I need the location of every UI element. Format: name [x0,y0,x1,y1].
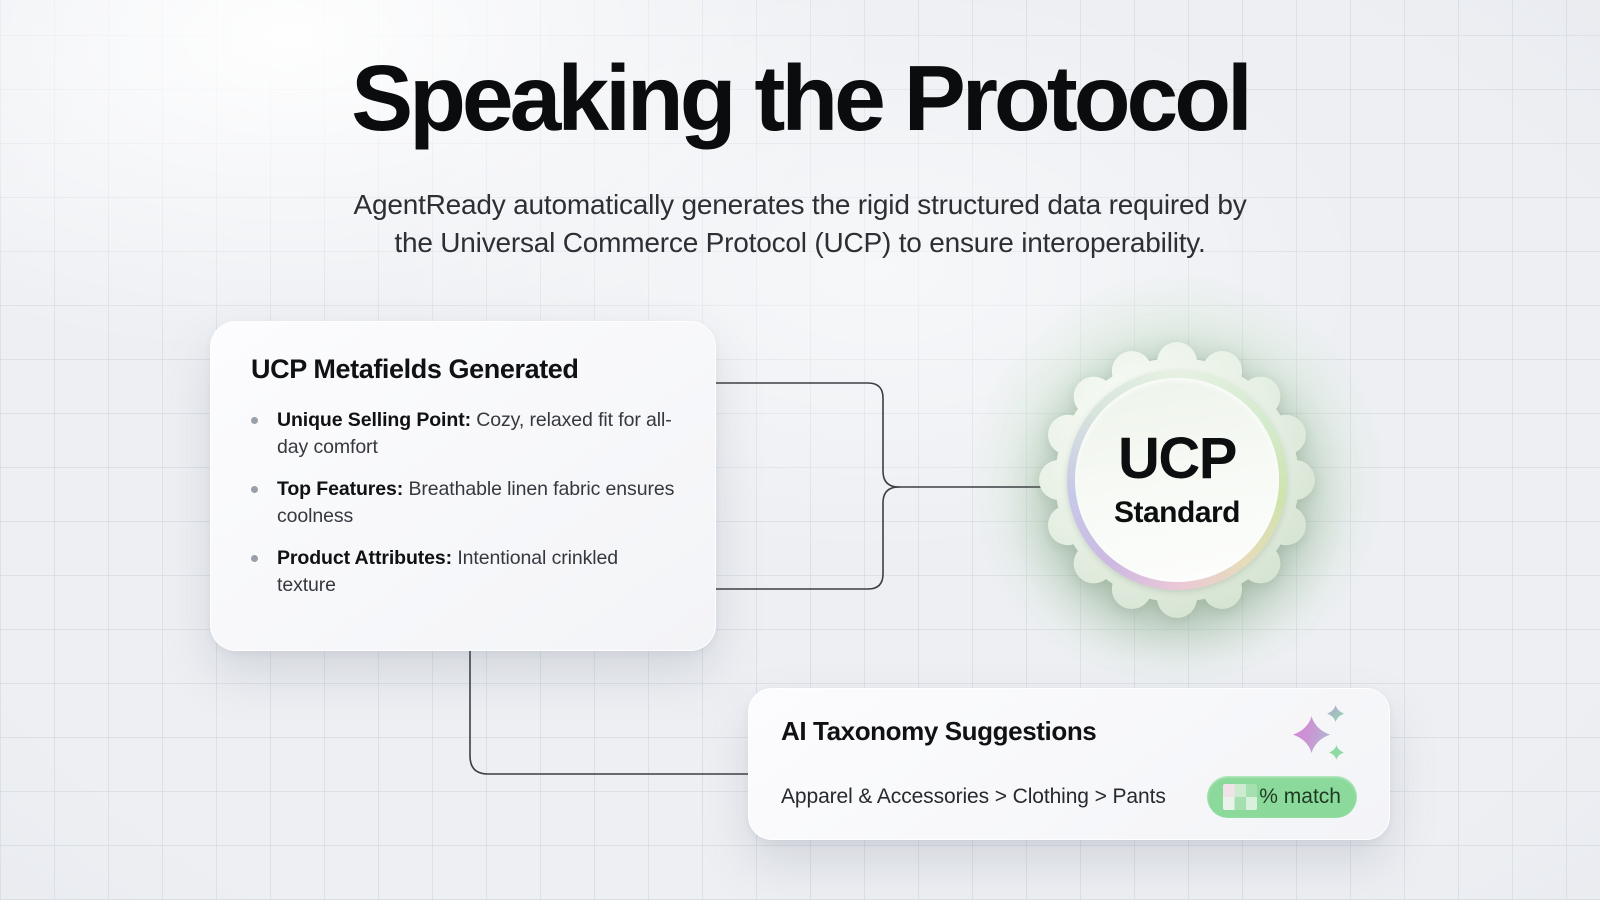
list-item-text: Top Features: Breathable linen fabric en… [277,478,675,527]
list-item: Unique Selling Point: Cozy, relaxed fit … [251,407,681,461]
connector-top-to-badge [715,382,1083,488]
badge-title: UCP [1118,426,1237,491]
page-subtitle: AgentReady automatically generates the r… [0,186,1600,262]
taxonomy-card-title: AI Taxonomy Suggestions [781,716,1097,746]
metafields-card-title: UCP Metafields Generated [251,354,579,384]
ucp-standard-badge: UCP Standard [1039,342,1315,618]
ucp-metafields-card: UCP Metafields Generated Unique Selling … [210,321,716,651]
match-badge: % match [1207,776,1357,818]
badge-subtitle: Standard [1113,496,1241,529]
list-item-text: Product Attributes: Intentional crinkled… [277,547,618,596]
bullet-dot-icon [251,476,277,530]
subtitle-line-1: AgentReady automatically generates the r… [353,189,1247,220]
page-title: Speaking the Protocol [351,46,1253,150]
list-item-text: Unique Selling Point: Cozy, relaxed fit … [277,409,672,458]
list-item: Product Attributes: Intentional crinkled… [251,545,681,599]
connector-card-to-taxonomy [469,649,751,775]
breadcrumb: Apparel & Accessories > Clothing > Pants [781,785,1166,808]
match-badge-suffix: % match [1259,785,1341,808]
ai-taxonomy-card: AI Taxonomy Suggestions Apparel & Access… [748,688,1390,840]
list-item: Top Features: Breathable linen fabric en… [251,476,681,530]
bullet-dot-icon [251,407,277,461]
badge-face: UCP Standard [1075,378,1279,582]
subtitle-line-2: the Universal Commerce Protocol (UCP) to… [394,227,1206,258]
connector-bottom-to-badge [715,486,900,590]
sparkles-icon [1293,705,1345,760]
taxonomy-row: Apparel & Accessories > Clothing > Pants… [781,776,1357,818]
bullet-dot-icon [251,545,277,599]
redacted-match-value [1223,784,1258,810]
metafields-list: Unique Selling Point: Cozy, relaxed fit … [251,407,681,599]
